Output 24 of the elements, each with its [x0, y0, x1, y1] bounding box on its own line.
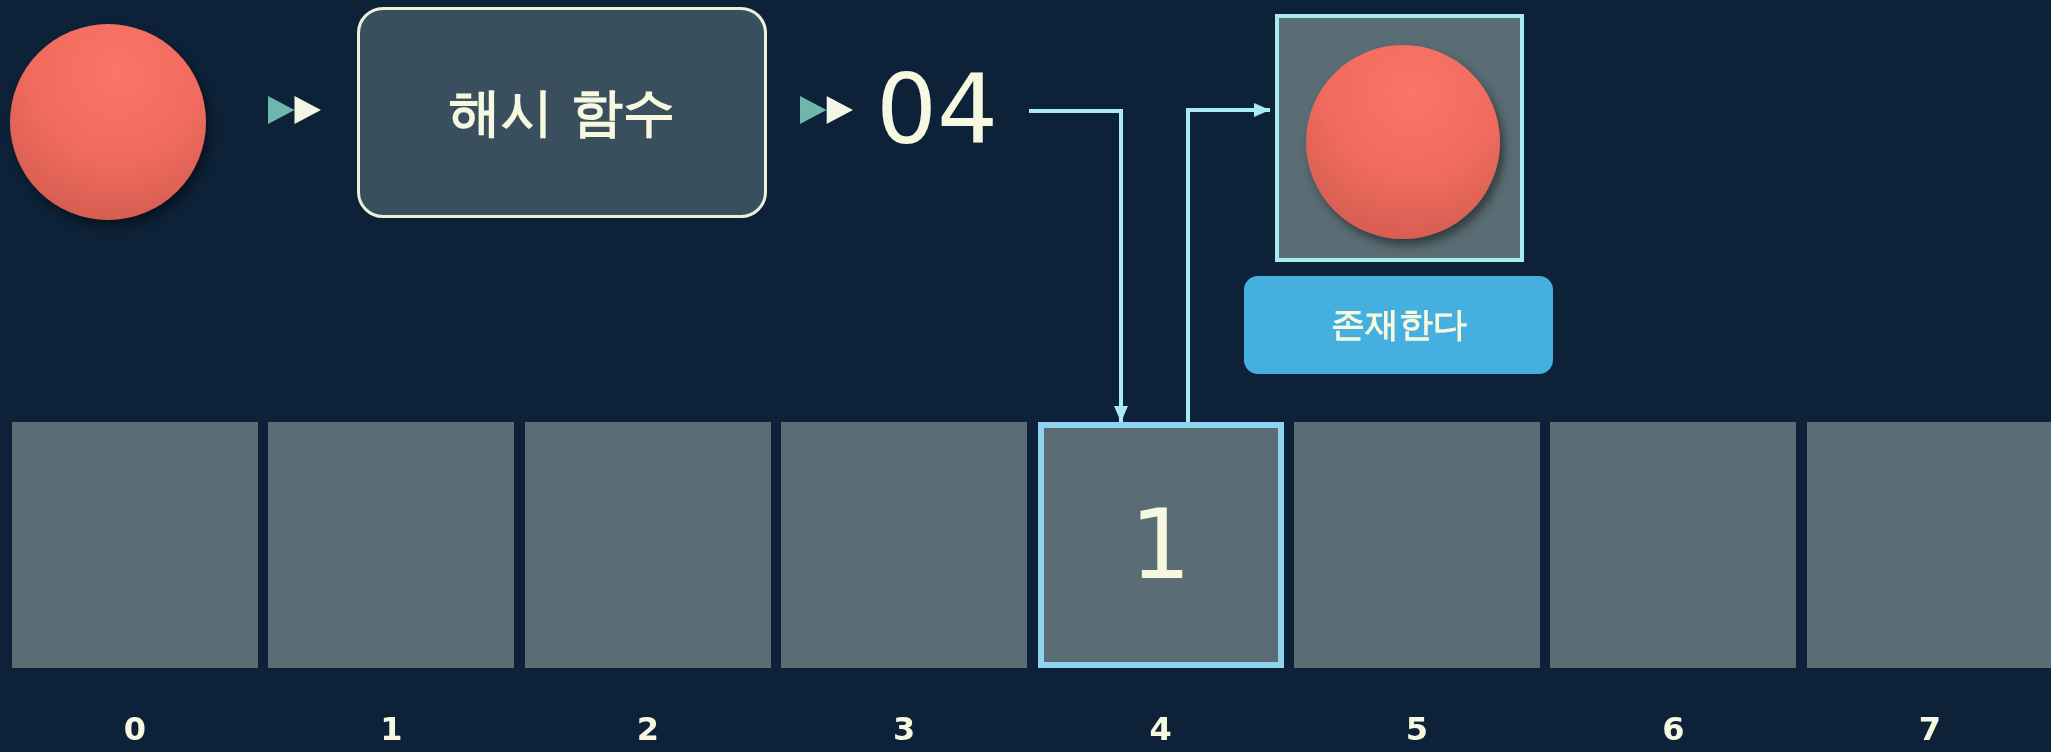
process-box: 해시 함수: [357, 7, 767, 218]
chevron-arrow: [268, 96, 321, 124]
array-cell: [1550, 422, 1797, 668]
arrow: [1186, 103, 1270, 422]
index-label: 4: [1148, 710, 1173, 748]
status-button: 존재한다: [1244, 276, 1553, 374]
array-cell: [12, 422, 258, 668]
index-label: 1: [379, 710, 404, 748]
array-cell: [524, 422, 771, 668]
array-cell: [1806, 422, 2051, 668]
index-label: 3: [892, 710, 917, 748]
index-label: 2: [635, 710, 660, 748]
index-label: 0: [122, 710, 148, 748]
array-cell: [781, 422, 1028, 668]
bucket-box: [1275, 14, 1524, 262]
index-label: 7: [1917, 710, 1942, 748]
index-label: 6: [1661, 710, 1686, 748]
index-label: 5: [1404, 710, 1430, 748]
arrow: [1029, 109, 1128, 422]
chevron-arrow: [800, 96, 853, 124]
array-cell: 1: [1037, 422, 1284, 668]
array-cell: [268, 422, 515, 668]
array-cell: [1294, 422, 1540, 668]
hash-value: 04: [872, 55, 1002, 165]
